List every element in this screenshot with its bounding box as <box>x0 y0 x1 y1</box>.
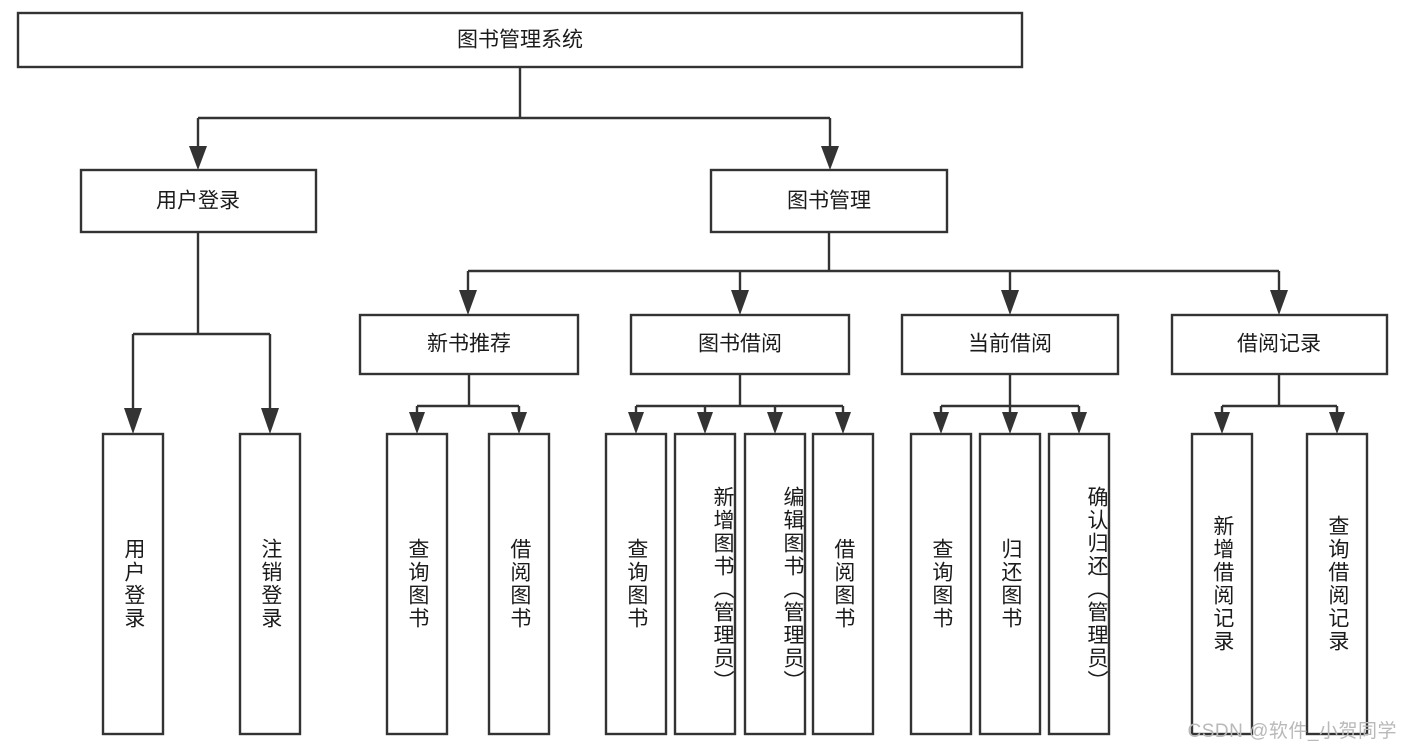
arrow-new-book-rec-leaf-2-icon <box>511 412 527 434</box>
arrow-to-user-login-icon <box>189 146 207 170</box>
leaf-box-book-borrow-4[interactable] <box>811 432 875 736</box>
arrow-borrow-record-leaf-2-icon <box>1329 412 1345 434</box>
node-new-book-rec-box[interactable] <box>358 313 580 376</box>
arrow-book-borrow-leaf-4-icon <box>835 412 851 434</box>
node-user-login-label: 用户登录 <box>156 190 240 213</box>
arrow-current-borrow-leaf-2-icon <box>1002 412 1018 434</box>
arrow-to-new-book-rec-icon <box>459 290 477 315</box>
leaf-box-new-book-rec-1[interactable] <box>385 432 449 736</box>
arrow-current-borrow-leaf-3-icon <box>1071 412 1087 434</box>
leaf-box-book-borrow-1[interactable] <box>604 432 668 736</box>
leaf-box-current-borrow-2[interactable] <box>978 432 1042 736</box>
arrow-user-login-leaf-1-icon <box>124 408 142 434</box>
leaf-box-borrow-record-1[interactable] <box>1190 432 1254 736</box>
node-book-borrow-box[interactable] <box>629 313 851 376</box>
node-new-book-rec-label: 新书推荐 <box>427 333 511 356</box>
arrow-to-book-mgmt-icon <box>821 146 839 170</box>
arrow-new-book-rec-leaf-1-icon <box>409 412 425 434</box>
arrow-borrow-record-leaf-1-icon <box>1214 412 1230 434</box>
arrow-to-book-borrow-icon <box>731 290 749 315</box>
leaf-box-current-borrow-1[interactable] <box>909 432 973 736</box>
node-root-box[interactable] <box>16 11 1024 69</box>
arrow-current-borrow-leaf-1-icon <box>933 412 949 434</box>
arrow-book-borrow-leaf-2-icon <box>697 412 713 434</box>
arrow-to-borrow-record-icon <box>1270 290 1288 315</box>
node-book-mgmt-label: 图书管理 <box>787 190 871 213</box>
leaf-box-user-login-1[interactable] <box>101 432 165 736</box>
leaf-box-new-book-rec-2[interactable] <box>487 432 551 736</box>
node-borrow-record-label: 借阅记录 <box>1237 333 1321 356</box>
leaf-box-borrow-record-2[interactable] <box>1305 432 1369 736</box>
node-borrow-record-box[interactable] <box>1170 313 1389 376</box>
leaf-box-current-borrow-3[interactable] <box>1047 432 1111 736</box>
node-current-borrow-label: 当前借阅 <box>968 333 1052 356</box>
arrow-user-login-leaf-2-icon <box>261 408 279 434</box>
arrow-to-current-borrow-icon <box>1001 290 1019 315</box>
csdn-watermark: CSDN @软件_小贺同学 <box>1187 721 1397 742</box>
leaf-box-book-borrow-3[interactable] <box>743 432 807 736</box>
node-book-mgmt-box[interactable] <box>709 168 949 234</box>
leaf-box-book-borrow-2[interactable] <box>673 432 737 736</box>
node-current-borrow-box[interactable] <box>900 313 1120 376</box>
node-book-borrow-label: 图书借阅 <box>698 333 782 356</box>
node-root-label: 图书管理系统 <box>457 29 583 52</box>
leaf-box-user-login-2[interactable] <box>238 432 302 736</box>
arrow-book-borrow-leaf-1-icon <box>628 412 644 434</box>
arrow-book-borrow-leaf-3-icon <box>767 412 783 434</box>
